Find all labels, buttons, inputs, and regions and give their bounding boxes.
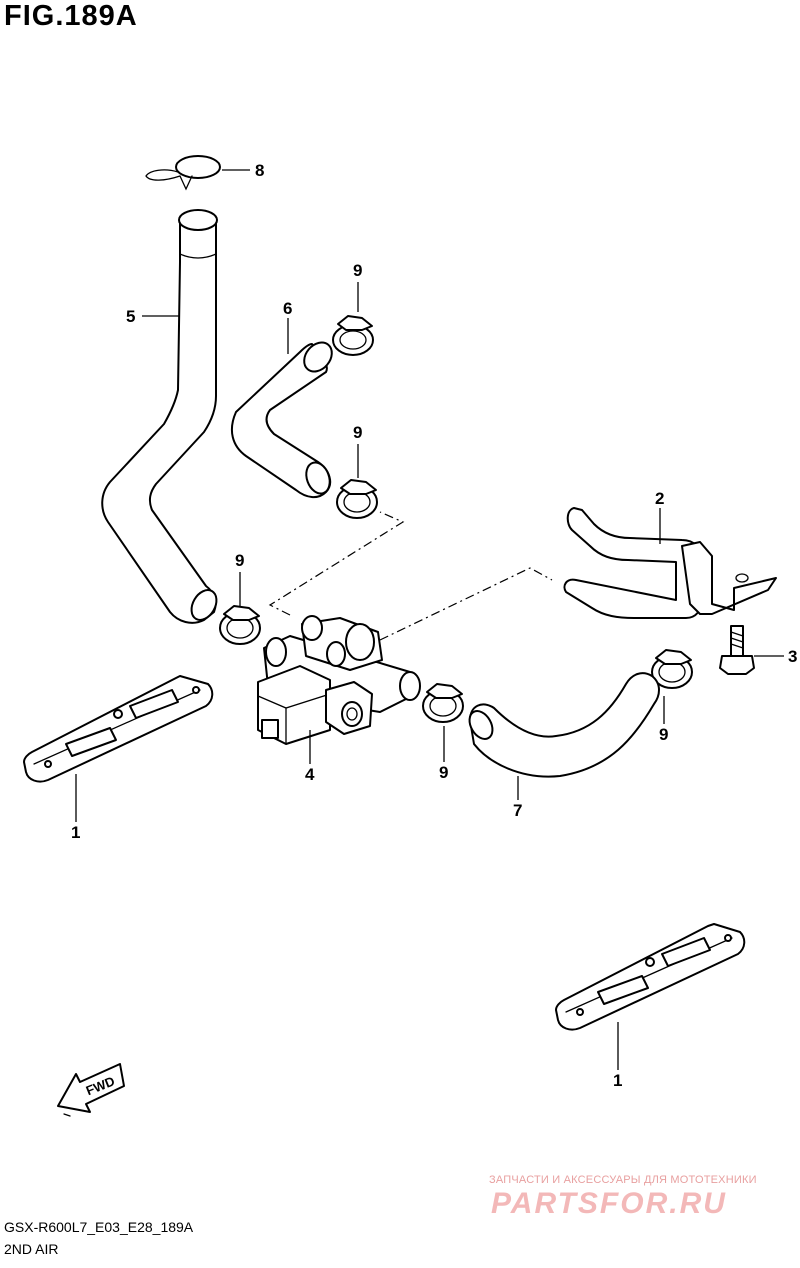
section-name: 2ND AIR [4, 1241, 59, 1257]
part-4-air-valve [257, 615, 421, 745]
figure-title: FIG.189A [4, 0, 138, 32]
callout-9-center: 9 [439, 763, 448, 782]
leader-lines [75, 169, 784, 1070]
part-5-hose [101, 209, 218, 624]
clamp-9-right [651, 649, 693, 689]
watermark-subtitle: ЗАПЧАСТИ И АКСЕССУАРЫ ДЛЯ МОТОТЕХНИКИ [489, 1174, 757, 1186]
callout-6: 6 [283, 299, 292, 318]
callout-1-left: 1 [71, 823, 80, 842]
part-7-hose [468, 672, 660, 778]
part-6-hose [230, 341, 333, 498]
callout-7: 7 [513, 801, 522, 820]
callout-9-top: 9 [353, 261, 362, 280]
callout-3: 3 [788, 647, 797, 666]
assembly-lines [268, 511, 553, 641]
callout-9-right: 9 [659, 725, 668, 744]
callout-2: 2 [655, 489, 664, 508]
callout-8: 8 [255, 161, 264, 180]
part-1-plate-left [23, 675, 214, 783]
clamp-9-center [422, 683, 464, 723]
clamp-9-top [332, 315, 374, 356]
part-8-cap [145, 155, 221, 191]
clamp-9-middle [336, 479, 378, 519]
callout-4: 4 [305, 765, 315, 784]
fwd-arrow-icon: FWD [57, 1063, 125, 1117]
model-code: GSX-R600L7_E03_E28_189A [4, 1219, 194, 1235]
clamp-9-left [219, 605, 261, 645]
part-1-plate-right [555, 923, 746, 1031]
callout-9-middle: 9 [353, 423, 362, 442]
part-2-bracket [563, 507, 777, 619]
part-3-bolt [719, 625, 755, 675]
callout-labels: 8 5 6 9 9 9 2 3 4 9 7 9 1 1 [71, 161, 797, 1090]
watermark-logo: PARTSFOR.RU [491, 1187, 727, 1220]
callout-9-left: 9 [235, 551, 244, 570]
callout-1-right: 1 [613, 1071, 622, 1090]
callout-5: 5 [126, 307, 135, 326]
